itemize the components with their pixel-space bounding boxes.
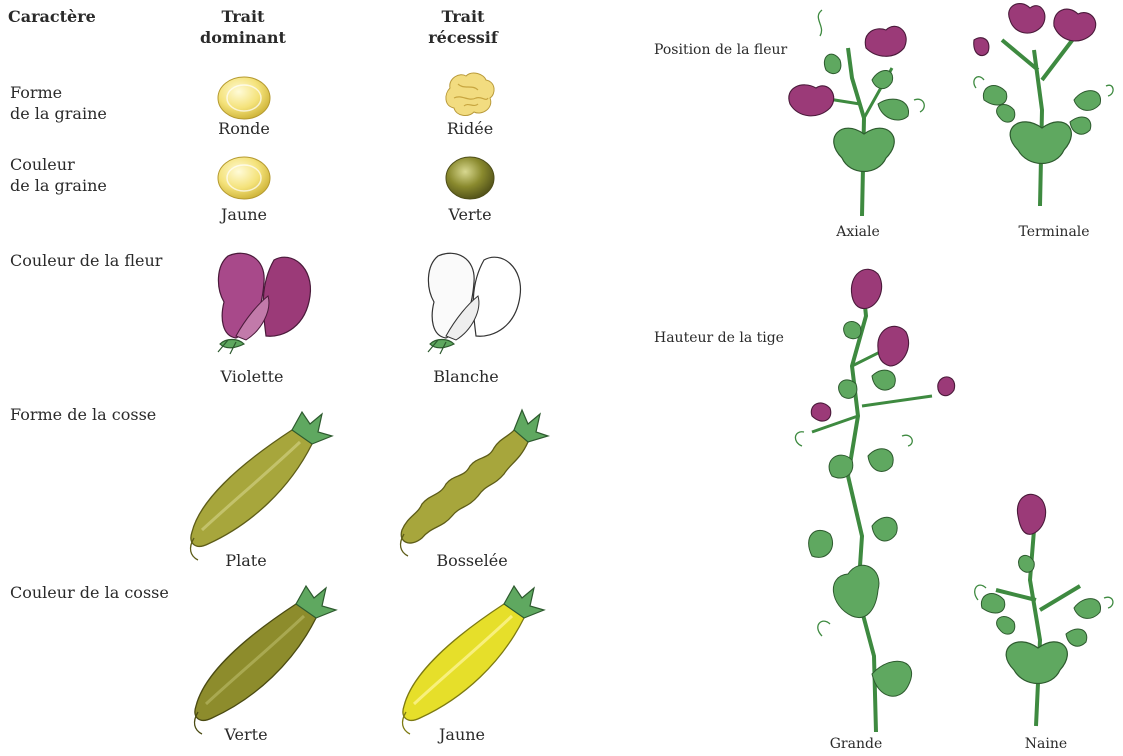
axial-flower-plant-icon xyxy=(782,8,942,218)
row-seed-color-recessive: Verte xyxy=(448,204,491,225)
yellow-pod-icon xyxy=(392,578,552,738)
header-dominant-line1: Trait xyxy=(198,6,288,27)
row-pod-shape-label: Forme de la cosse xyxy=(10,404,156,425)
header-dominant-line2: dominant xyxy=(198,27,288,48)
terminal-flower-plant-icon xyxy=(970,0,1120,210)
inflated-pod-icon xyxy=(180,404,340,564)
flower-position-dominant: Axiale xyxy=(836,222,880,243)
stem-height-recessive: Naine xyxy=(1025,734,1067,755)
purple-flower-icon xyxy=(206,248,318,358)
row-seed-color-label-line1: Couleur xyxy=(10,154,107,175)
row-seed-color-dominant: Jaune xyxy=(221,204,267,225)
header-dominant: Trait dominant xyxy=(198,6,288,48)
dwarf-plant-icon xyxy=(970,490,1120,730)
tall-plant-icon xyxy=(782,256,962,736)
stem-height-dominant: Grande xyxy=(830,734,883,755)
header-character: Caractère xyxy=(8,6,96,27)
row-seed-shape-label-line1: Forme xyxy=(10,82,107,103)
row-pod-shape-dominant: Plate xyxy=(225,550,266,571)
round-seed-icon xyxy=(216,76,272,120)
header-recessive-line1: Trait xyxy=(418,6,508,27)
row-seed-shape-dominant: Ronde xyxy=(218,118,270,139)
white-flower-icon xyxy=(416,248,528,358)
row-seed-shape-label-line2: de la graine xyxy=(10,103,107,124)
row-pod-color-recessive: Jaune xyxy=(439,724,485,745)
stem-height-label: Hauteur de la tige xyxy=(654,328,784,349)
flower-position-label: Position de la fleur xyxy=(654,40,787,61)
green-pod-icon xyxy=(184,578,344,738)
wrinkled-seed-icon xyxy=(442,70,498,118)
row-pod-color-label: Couleur de la cosse xyxy=(10,582,169,603)
row-seed-shape-label: Forme de la graine xyxy=(10,82,107,124)
row-flower-color-recessive: Blanche xyxy=(433,366,498,387)
row-seed-color-label: Couleur de la graine xyxy=(10,154,107,196)
yellow-seed-icon xyxy=(216,156,272,200)
row-seed-color-label-line2: de la graine xyxy=(10,175,107,196)
row-flower-color-dominant: Violette xyxy=(221,366,284,387)
row-seed-shape-recessive: Ridée xyxy=(447,118,493,139)
flower-position-recessive: Terminale xyxy=(1018,222,1089,243)
green-seed-icon xyxy=(442,156,498,200)
constricted-pod-icon xyxy=(390,400,550,560)
row-flower-color-label: Couleur de la fleur xyxy=(10,250,162,271)
header-recessive: Trait récessif xyxy=(418,6,508,48)
row-pod-color-dominant: Verte xyxy=(224,724,267,745)
header-recessive-line2: récessif xyxy=(418,27,508,48)
row-pod-shape-recessive: Bosselée xyxy=(436,550,507,571)
